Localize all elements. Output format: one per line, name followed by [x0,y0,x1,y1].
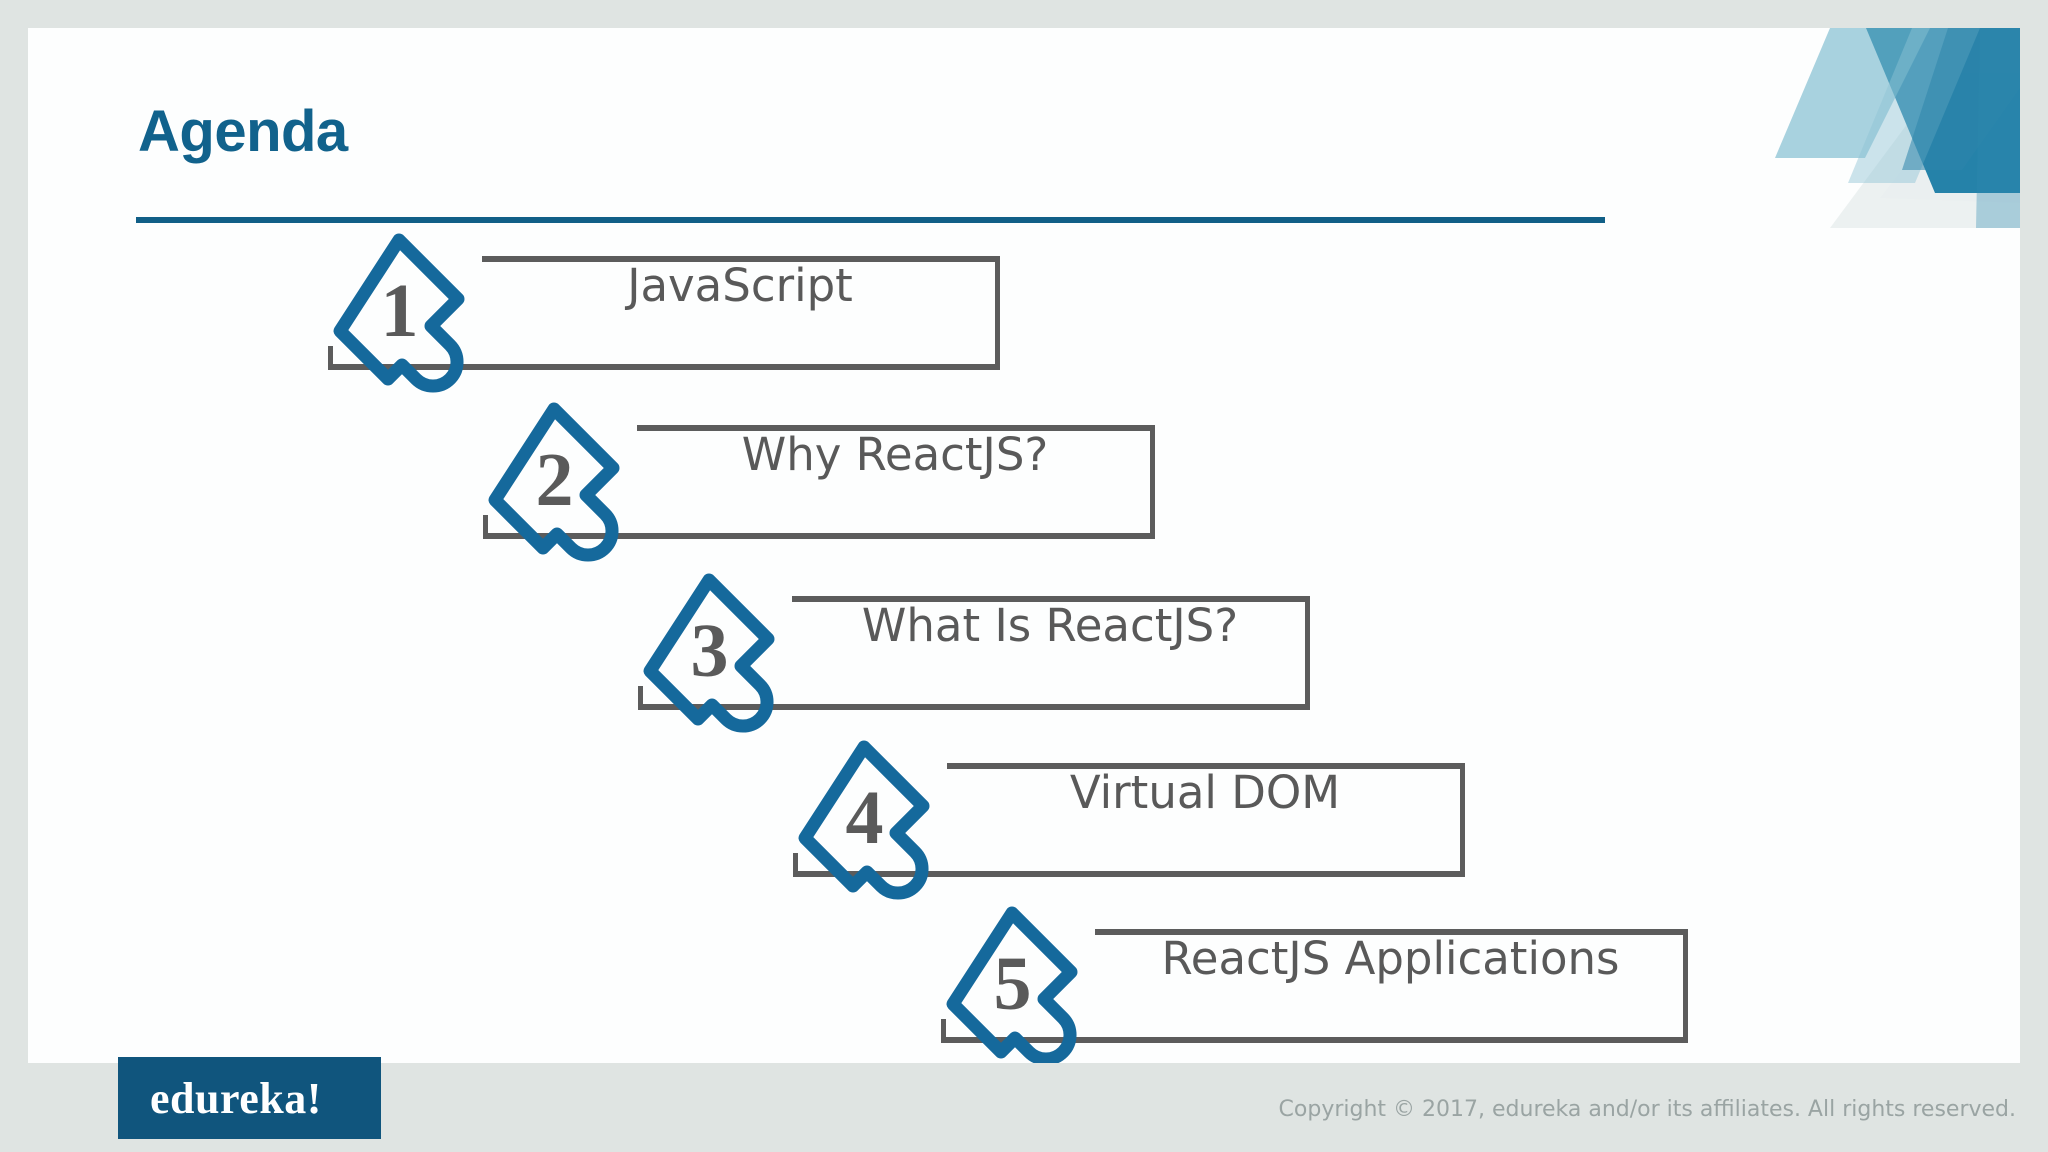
box-top-line [637,425,1155,431]
box-right-line [1150,425,1155,539]
agenda-item-label-5: ReactJS Applications [1161,931,1620,985]
box-top-line [947,763,1465,769]
diamond-ribbon-icon [488,402,620,562]
box-right-line [1683,929,1688,1043]
agenda-item-4[interactable]: Virtual DOM 4 [793,735,1793,905]
box-top-line [1095,929,1688,935]
diamond-ribbon-icon [643,573,775,733]
agenda-item-label-4: Virtual DOM [1069,765,1341,819]
agenda-item-label-3: What Is ReactJS? [861,598,1239,652]
brand-logo-text: edureka! [150,1073,322,1123]
agenda-list: JavaScript 1 Why ReactJS? [28,28,2020,1063]
agenda-item-label-2: Why ReactJS? [741,427,1049,481]
agenda-badge-1: 1 [328,228,498,398]
agenda-badge-5: 5 [941,901,1111,1063]
agenda-box-2 [483,425,1155,539]
agenda-number-5: 5 [993,942,1032,1026]
box-bottom-line [638,704,1310,710]
agenda-number-2: 2 [535,438,574,522]
box-bottom-line [793,871,1465,877]
agenda-item-3[interactable]: What Is ReactJS? 3 [638,568,1638,738]
agenda-box-3 [638,596,1310,710]
agenda-item-label-1: JavaScript [627,258,853,312]
agenda-box-1 [328,256,1000,370]
agenda-badge-3: 3 [638,568,808,738]
agenda-badge-4: 4 [793,735,963,905]
diamond-ribbon-icon [798,740,930,900]
agenda-number-3: 3 [690,609,729,693]
box-top-line [792,596,1310,602]
box-bottom-line [483,533,1155,539]
box-left-line [328,346,333,370]
box-right-line [995,256,1000,370]
box-right-line [1460,763,1465,877]
page-title: Agenda [138,99,348,164]
agenda-item-2[interactable]: Why ReactJS? 2 [483,397,1483,567]
box-left-line [483,515,488,539]
title-underline-rule [136,217,1605,223]
agenda-badge-2: 2 [483,397,653,567]
agenda-box-4 [793,763,1465,877]
brand-logo[interactable]: edureka! [118,1057,381,1139]
copyright-text: Copyright © 2017, edureka and/or its aff… [1278,1097,2016,1122]
agenda-item-1[interactable]: JavaScript 1 [328,228,1328,398]
box-left-line [793,853,798,877]
diamond-ribbon-icon [333,233,465,393]
diamond-ribbon-icon [946,906,1078,1063]
box-right-line [1305,596,1310,710]
box-top-line [482,256,1000,262]
agenda-item-5[interactable]: ReactJS Applications 5 [941,901,1941,1063]
box-left-line [941,1019,946,1043]
slide-canvas: Agenda JavaScript 1 [28,28,2020,1063]
box-bottom-line [328,364,1000,370]
agenda-number-4: 4 [845,776,884,860]
box-left-line [638,686,643,710]
box-bottom-line [941,1037,1688,1043]
agenda-box-5 [941,929,1688,1043]
agenda-number-1: 1 [380,269,419,353]
